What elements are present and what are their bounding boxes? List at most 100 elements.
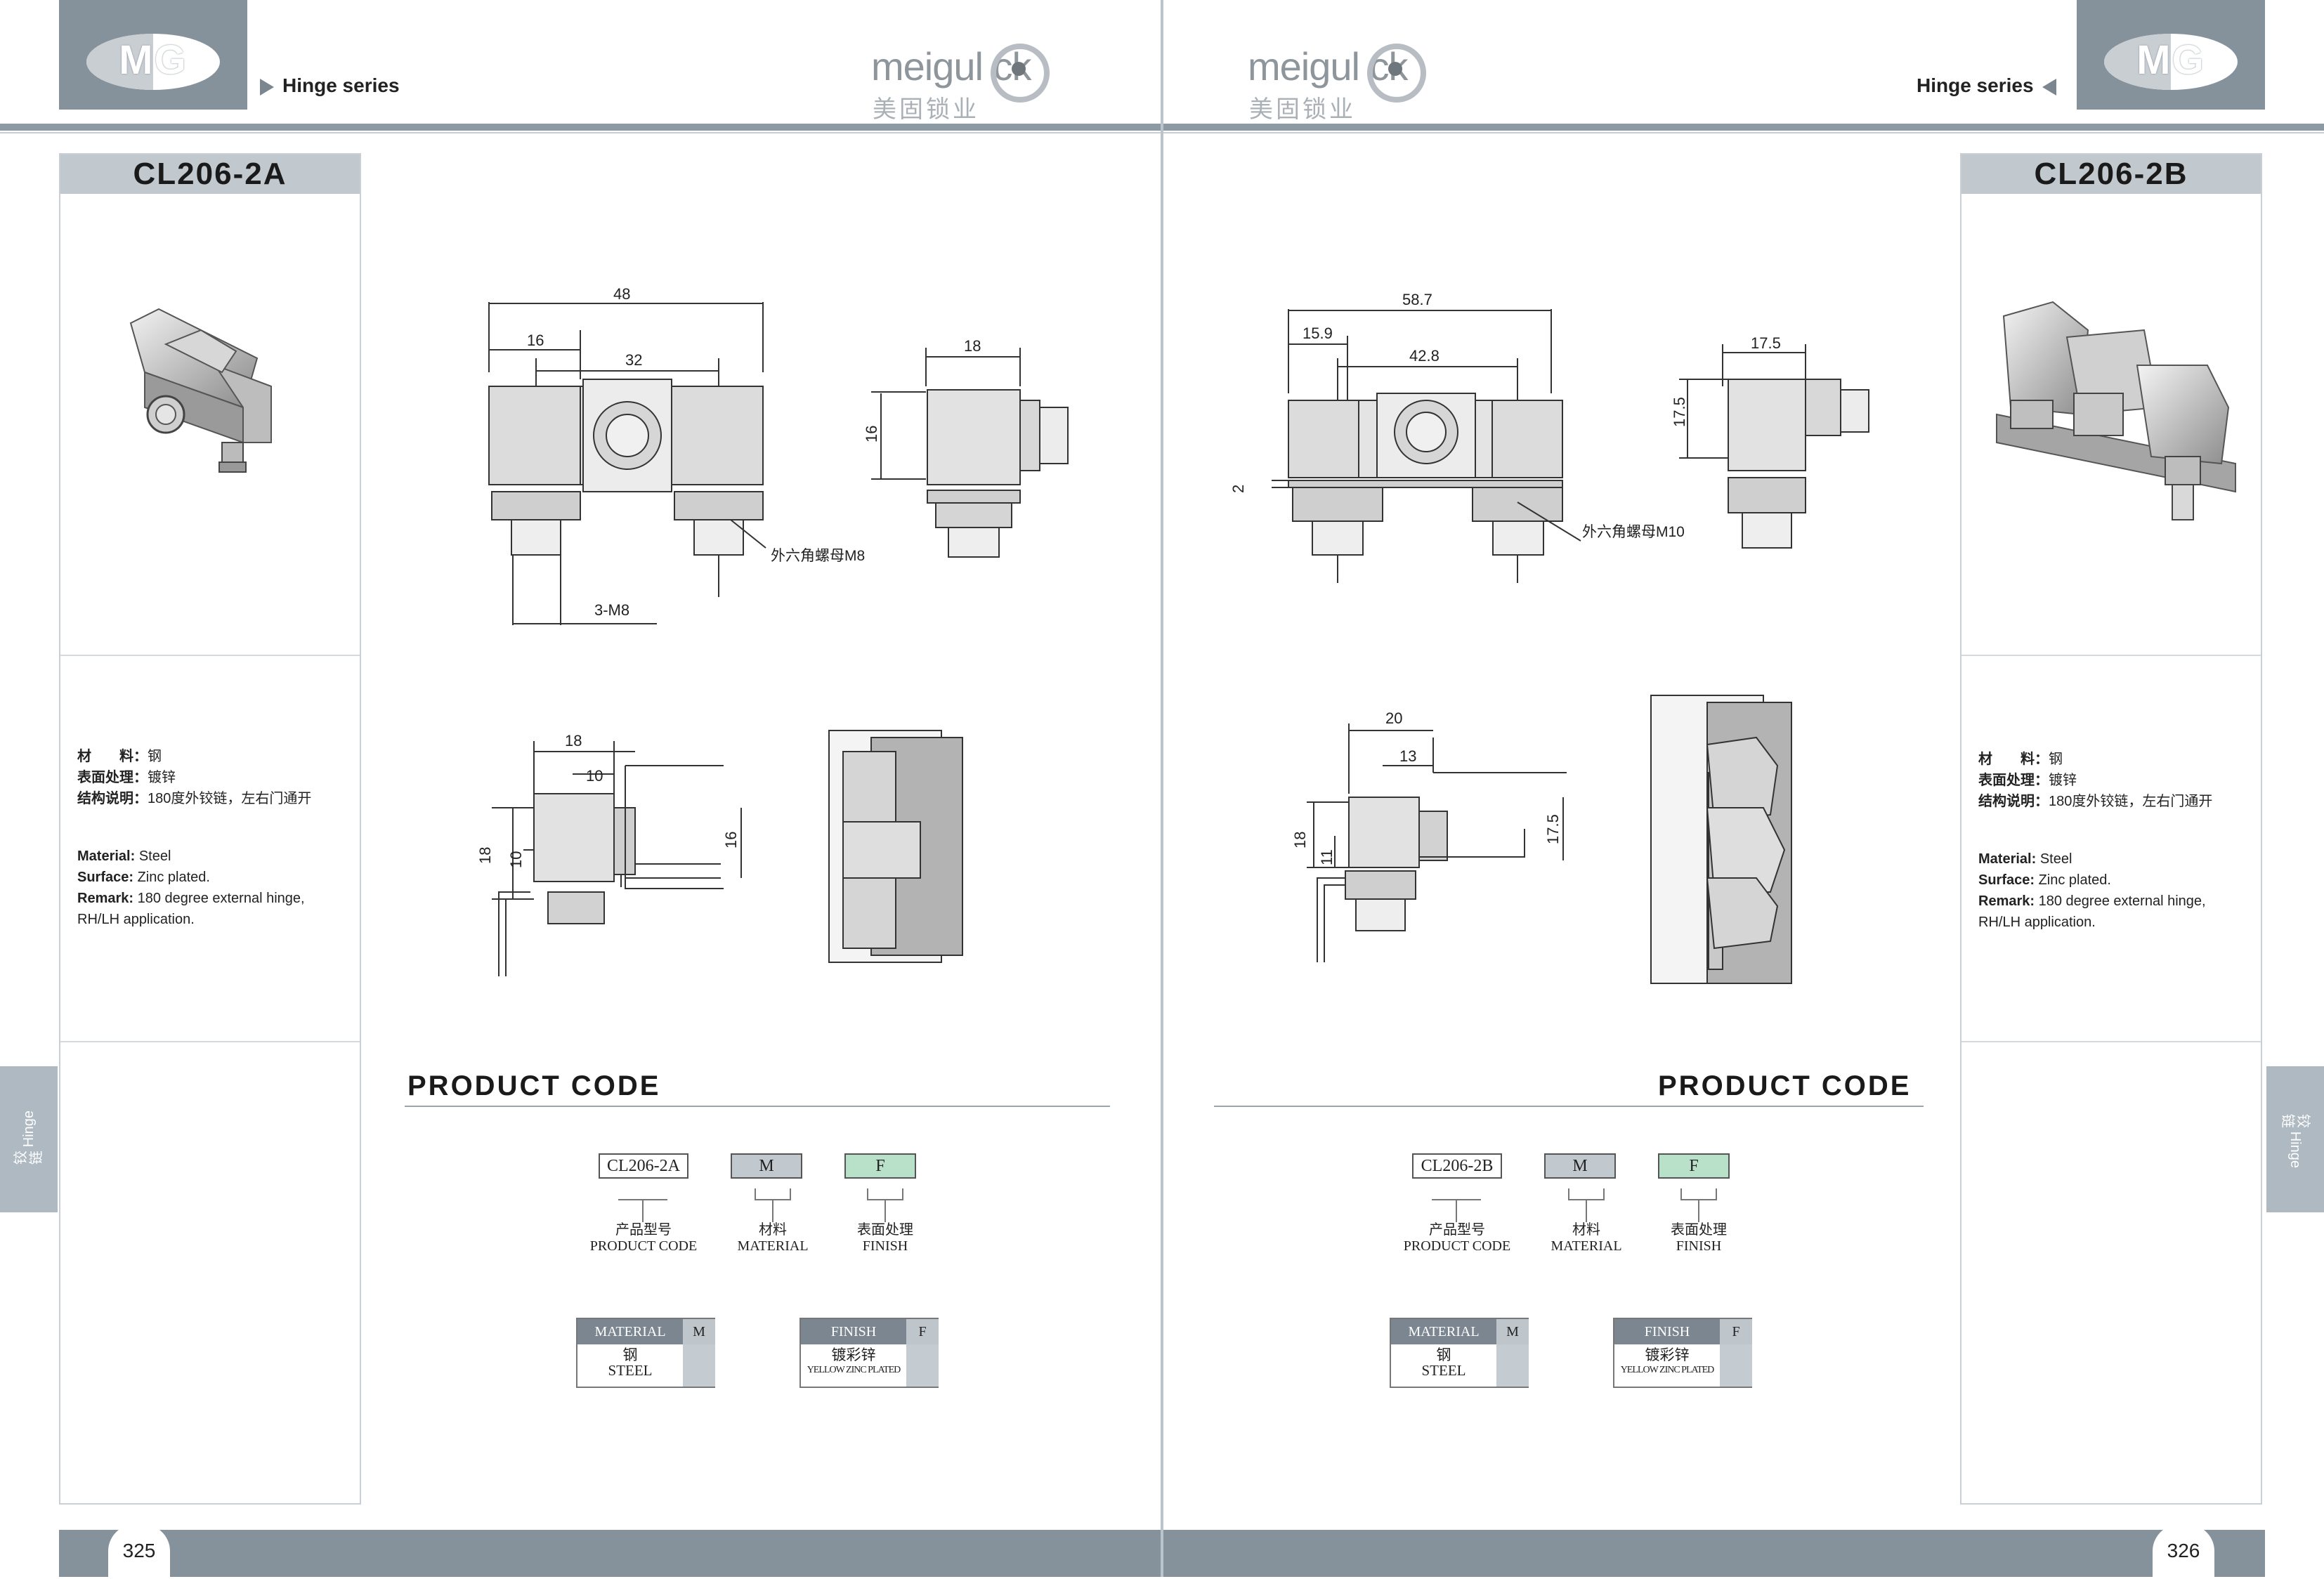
right-dim-42-8: 42.8 — [1409, 347, 1440, 365]
left-brand-dot-icon — [1012, 62, 1026, 76]
left-material-table-keycell — [683, 1344, 715, 1387]
left-dim-48: 48 — [613, 285, 630, 303]
right-product-code-rule — [1214, 1106, 1924, 1107]
left-sidebar-sep-1 — [60, 655, 360, 656]
right-callout-nut: 外六角螺母M10 — [1582, 524, 1685, 540]
right-dim-bottom-11v: 11 — [1318, 849, 1336, 865]
left-material-table-key: M — [683, 1319, 715, 1344]
left-code-connectors — [618, 1188, 903, 1222]
right-mg-logo: MG — [2104, 34, 2238, 90]
right-model-title: CL206-2B — [1961, 155, 2261, 194]
right-product-photo — [1996, 301, 2236, 520]
left-mg-logo-box: MG — [59, 0, 247, 110]
right-brand-chinese: 美固锁业 — [1249, 96, 1356, 123]
left-product-code-rule — [405, 1106, 1110, 1107]
left-product-photo — [129, 308, 272, 473]
left-dim-16: 16 — [527, 332, 544, 349]
right-technical-drawings: 58.7 15.9 42.8 2 外六角螺母M10 17.5 17.5 20 1… — [1229, 291, 1869, 984]
left-dim-3m8: 3-M8 — [594, 601, 629, 619]
right-brand-ring-icon — [1367, 44, 1426, 103]
right-spec-cn: 材 料：钢 表面处理：镀锌 结构说明：180度外铰链，左右门通开 — [1978, 752, 2213, 809]
right-product-code-title: PRODUCT CODE — [1658, 1070, 1912, 1101]
left-technical-drawings: 48 16 32 3-M8 外六角螺母M8 18 16 18 10 18 10 … — [476, 285, 1069, 976]
left-finish-table-header: FINISH — [801, 1319, 906, 1344]
right-dim-bottom-17-5v: 17.5 — [1544, 814, 1562, 844]
right-header-rule — [1163, 124, 2324, 131]
left-finish-table-key: F — [906, 1319, 939, 1344]
right-page-number: 326 — [2153, 1523, 2214, 1579]
right-code-box-material: M — [1544, 1153, 1616, 1179]
left-footer-bar — [59, 1530, 1161, 1577]
left-sidebar-sep-2 — [60, 1041, 360, 1042]
right-dim-side-17-5v: 17.5 — [1671, 397, 1688, 427]
right-dim-2: 2 — [1229, 485, 1247, 493]
page-divider — [1161, 0, 1163, 1577]
right-material-table-header: MATERIAL — [1391, 1319, 1496, 1344]
right-finish-table-keycell — [1720, 1344, 1752, 1387]
right-finish-table-key: F — [1720, 1319, 1752, 1344]
left-code-box-model: CL206-2A — [599, 1153, 688, 1179]
left-spec-cn: 材 料：钢 表面处理：镀锌 结构说明：180度外铰链，左右门通开 — [77, 749, 312, 806]
left-header-rule — [0, 124, 1161, 131]
left-dim-bottom-18: 18 — [565, 732, 582, 749]
left-dim-bottom-10: 10 — [586, 767, 603, 785]
right-dim-58-7: 58.7 — [1402, 291, 1432, 308]
right-material-table-key: M — [1496, 1319, 1529, 1344]
right-series-title: Hinge series — [1917, 74, 2056, 97]
left-header-rule-thin — [0, 132, 1161, 133]
right-finish-table-header: FINISH — [1614, 1319, 1720, 1344]
left-model-title: CL206-2A — [60, 155, 360, 194]
right-header-rule-thin — [1163, 132, 2324, 133]
right-logo-text: MG — [2136, 37, 2205, 83]
left-brand-ring-icon — [991, 44, 1050, 103]
right-mg-logo-box: MG — [2077, 0, 2265, 110]
right-sidebar-sep-2 — [1961, 1041, 2261, 1042]
right-dim-bottom-13: 13 — [1399, 747, 1416, 765]
left-logo-text: MG — [119, 37, 188, 83]
left-mg-logo: MG — [86, 34, 220, 90]
right-series-text: Hinge series — [1917, 74, 2034, 96]
left-material-table-header: MATERIAL — [577, 1319, 683, 1344]
right-brand-logo: meigul ck 美固锁业 — [1248, 44, 1458, 123]
left-series-text: Hinge series — [282, 74, 400, 96]
right-dim-bottom-20: 20 — [1385, 709, 1402, 727]
left-dim-bottom-10v: 10 — [507, 851, 525, 868]
left-page-number: 325 — [108, 1523, 170, 1579]
left-code-box-material: M — [731, 1153, 802, 1179]
right-spec-en: Material: Steel Surface: Zinc plated. Re… — [1978, 851, 2206, 930]
right-dim-side-17-5: 17.5 — [1751, 334, 1781, 352]
right-brand-dot-icon — [1388, 62, 1402, 76]
right-dim-15-9: 15.9 — [1303, 325, 1333, 342]
right-series-arrow-icon — [2042, 78, 2056, 96]
left-dim-side-18: 18 — [964, 337, 981, 355]
left-spec-en: Material: Steel Surface: Zinc plated. Re… — [77, 849, 305, 927]
right-dim-bottom-18v: 18 — [1291, 832, 1309, 849]
left-callout-nut: 外六角螺母M8 — [771, 548, 865, 564]
right-material-table-keycell — [1496, 1344, 1529, 1387]
right-sidebar-sep-1 — [1961, 655, 2261, 656]
right-sidebar: CL206-2B 材 料：钢 表面处理：镀锌 结构说明：180度外铰链，左右门通… — [1960, 153, 2262, 1505]
left-code-box-finish: F — [844, 1153, 916, 1179]
right-code-box-model: CL206-2B — [1412, 1153, 1502, 1179]
left-dim-32: 32 — [625, 351, 642, 369]
left-brand-chinese: 美固锁业 — [873, 96, 979, 123]
left-dim-bottom-18v: 18 — [476, 847, 494, 864]
right-footer-bar — [1163, 1530, 2265, 1577]
left-brand-logo: meigul ck 美固锁业 — [871, 44, 1082, 123]
left-dim-side-16: 16 — [863, 426, 880, 443]
right-code-connectors — [1432, 1188, 1717, 1222]
